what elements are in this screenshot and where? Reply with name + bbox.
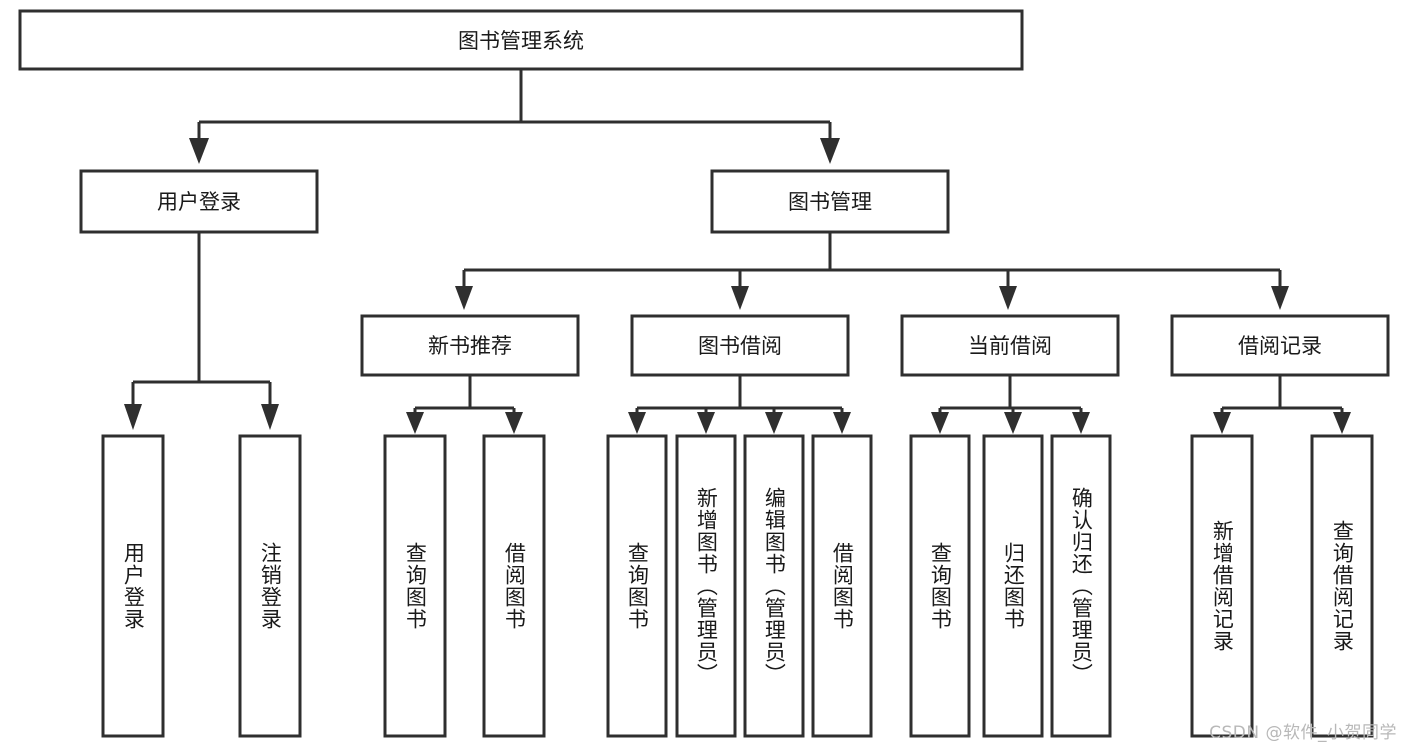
arrow-head-leaf-bb-query-book (628, 412, 646, 434)
node-root-label: 图书管理系统 (458, 29, 584, 53)
node-leaf-cb-return-book-box[interactable] (982, 434, 1044, 738)
node-leaf-bb-add-book-box[interactable] (675, 434, 737, 738)
node-book-borrow[interactable]: 图书借阅 (630, 314, 850, 377)
node-root-box[interactable] (18, 9, 1024, 71)
arrow-head-leaf-rec-borrow-book (505, 412, 523, 434)
arrow-head-leaf-rec-query-book (406, 412, 424, 434)
arrow-head-leaf-cb-query-book (931, 412, 949, 434)
node-borrow-record-box[interactable] (1170, 314, 1390, 377)
node-book-manage-box[interactable] (710, 169, 950, 234)
node-leaf-user-login-box[interactable] (101, 434, 165, 738)
arrow-head-current-borrow (999, 286, 1017, 310)
node-root[interactable]: 图书管理系统 (18, 9, 1024, 71)
node-book-borrow-label: 图书借阅 (698, 334, 782, 358)
node-book-manage-label: 图书管理 (788, 190, 872, 214)
arrow-head-leaf-cb-return-book (1004, 412, 1022, 434)
node-leaf-rec-query-book-box[interactable] (383, 434, 447, 738)
arrow-head-leaf-user-logout (261, 404, 279, 430)
connector-group-root (189, 69, 840, 164)
node-user-login[interactable]: 用户登录 (79, 169, 319, 234)
connector-group-book-borrow (628, 375, 851, 434)
node-leaf-user-logout-box[interactable] (238, 434, 302, 738)
connector-group-current-borrow (931, 375, 1090, 434)
node-borrow-record[interactable]: 借阅记录 (1170, 314, 1390, 377)
node-leaf-cb-query-book-box[interactable] (909, 434, 971, 738)
csdn-watermark: CSDN @软件_小贺同学 (1209, 723, 1397, 743)
arrow-head-new-book-rec (455, 286, 473, 310)
node-new-book-rec[interactable]: 新书推荐 (360, 314, 580, 377)
node-current-borrow[interactable]: 当前借阅 (900, 314, 1120, 377)
arrow-head-leaf-bb-borrow-book (833, 412, 851, 434)
node-current-borrow-box[interactable] (900, 314, 1120, 377)
node-book-manage[interactable]: 图书管理 (710, 169, 950, 234)
node-leaf-br-add-record-box[interactable] (1190, 434, 1254, 738)
arrow-head-book-manage (820, 138, 840, 164)
connector-group-borrow-record (1213, 375, 1351, 434)
arrow-head-user-login (189, 138, 209, 164)
arrow-head-leaf-user-login (124, 404, 142, 430)
connector-group-new-book-rec (406, 375, 523, 434)
node-leaf-bb-edit-book-box[interactable] (743, 434, 805, 738)
arrow-head-leaf-bb-edit-book (765, 412, 783, 434)
leaf-boxes-group (101, 434, 1374, 738)
arrow-head-leaf-cb-confirm-return (1072, 412, 1090, 434)
node-new-book-rec-label: 新书推荐 (428, 334, 512, 358)
node-current-borrow-label: 当前借阅 (968, 334, 1052, 358)
node-book-borrow-box[interactable] (630, 314, 850, 377)
node-leaf-cb-confirm-return-box[interactable] (1050, 434, 1112, 738)
connector-group-user-login (124, 232, 279, 430)
node-user-login-label: 用户登录 (157, 190, 241, 214)
connector-group-book-manage (455, 232, 1289, 310)
arrow-head-leaf-br-query-record (1333, 412, 1351, 434)
node-user-login-box[interactable] (79, 169, 319, 234)
node-leaf-br-query-record-box[interactable] (1310, 434, 1374, 738)
arrow-head-leaf-bb-add-book (697, 412, 715, 434)
node-leaf-bb-query-book-box[interactable] (606, 434, 668, 738)
node-new-book-rec-box[interactable] (360, 314, 580, 377)
node-leaf-bb-borrow-book-box[interactable] (811, 434, 873, 738)
node-leaf-rec-borrow-book-box[interactable] (482, 434, 546, 738)
arrow-head-book-borrow (731, 286, 749, 310)
arrow-head-leaf-br-add-record (1213, 412, 1231, 434)
arrow-head-borrow-record (1271, 286, 1289, 310)
node-borrow-record-label: 借阅记录 (1238, 334, 1322, 358)
